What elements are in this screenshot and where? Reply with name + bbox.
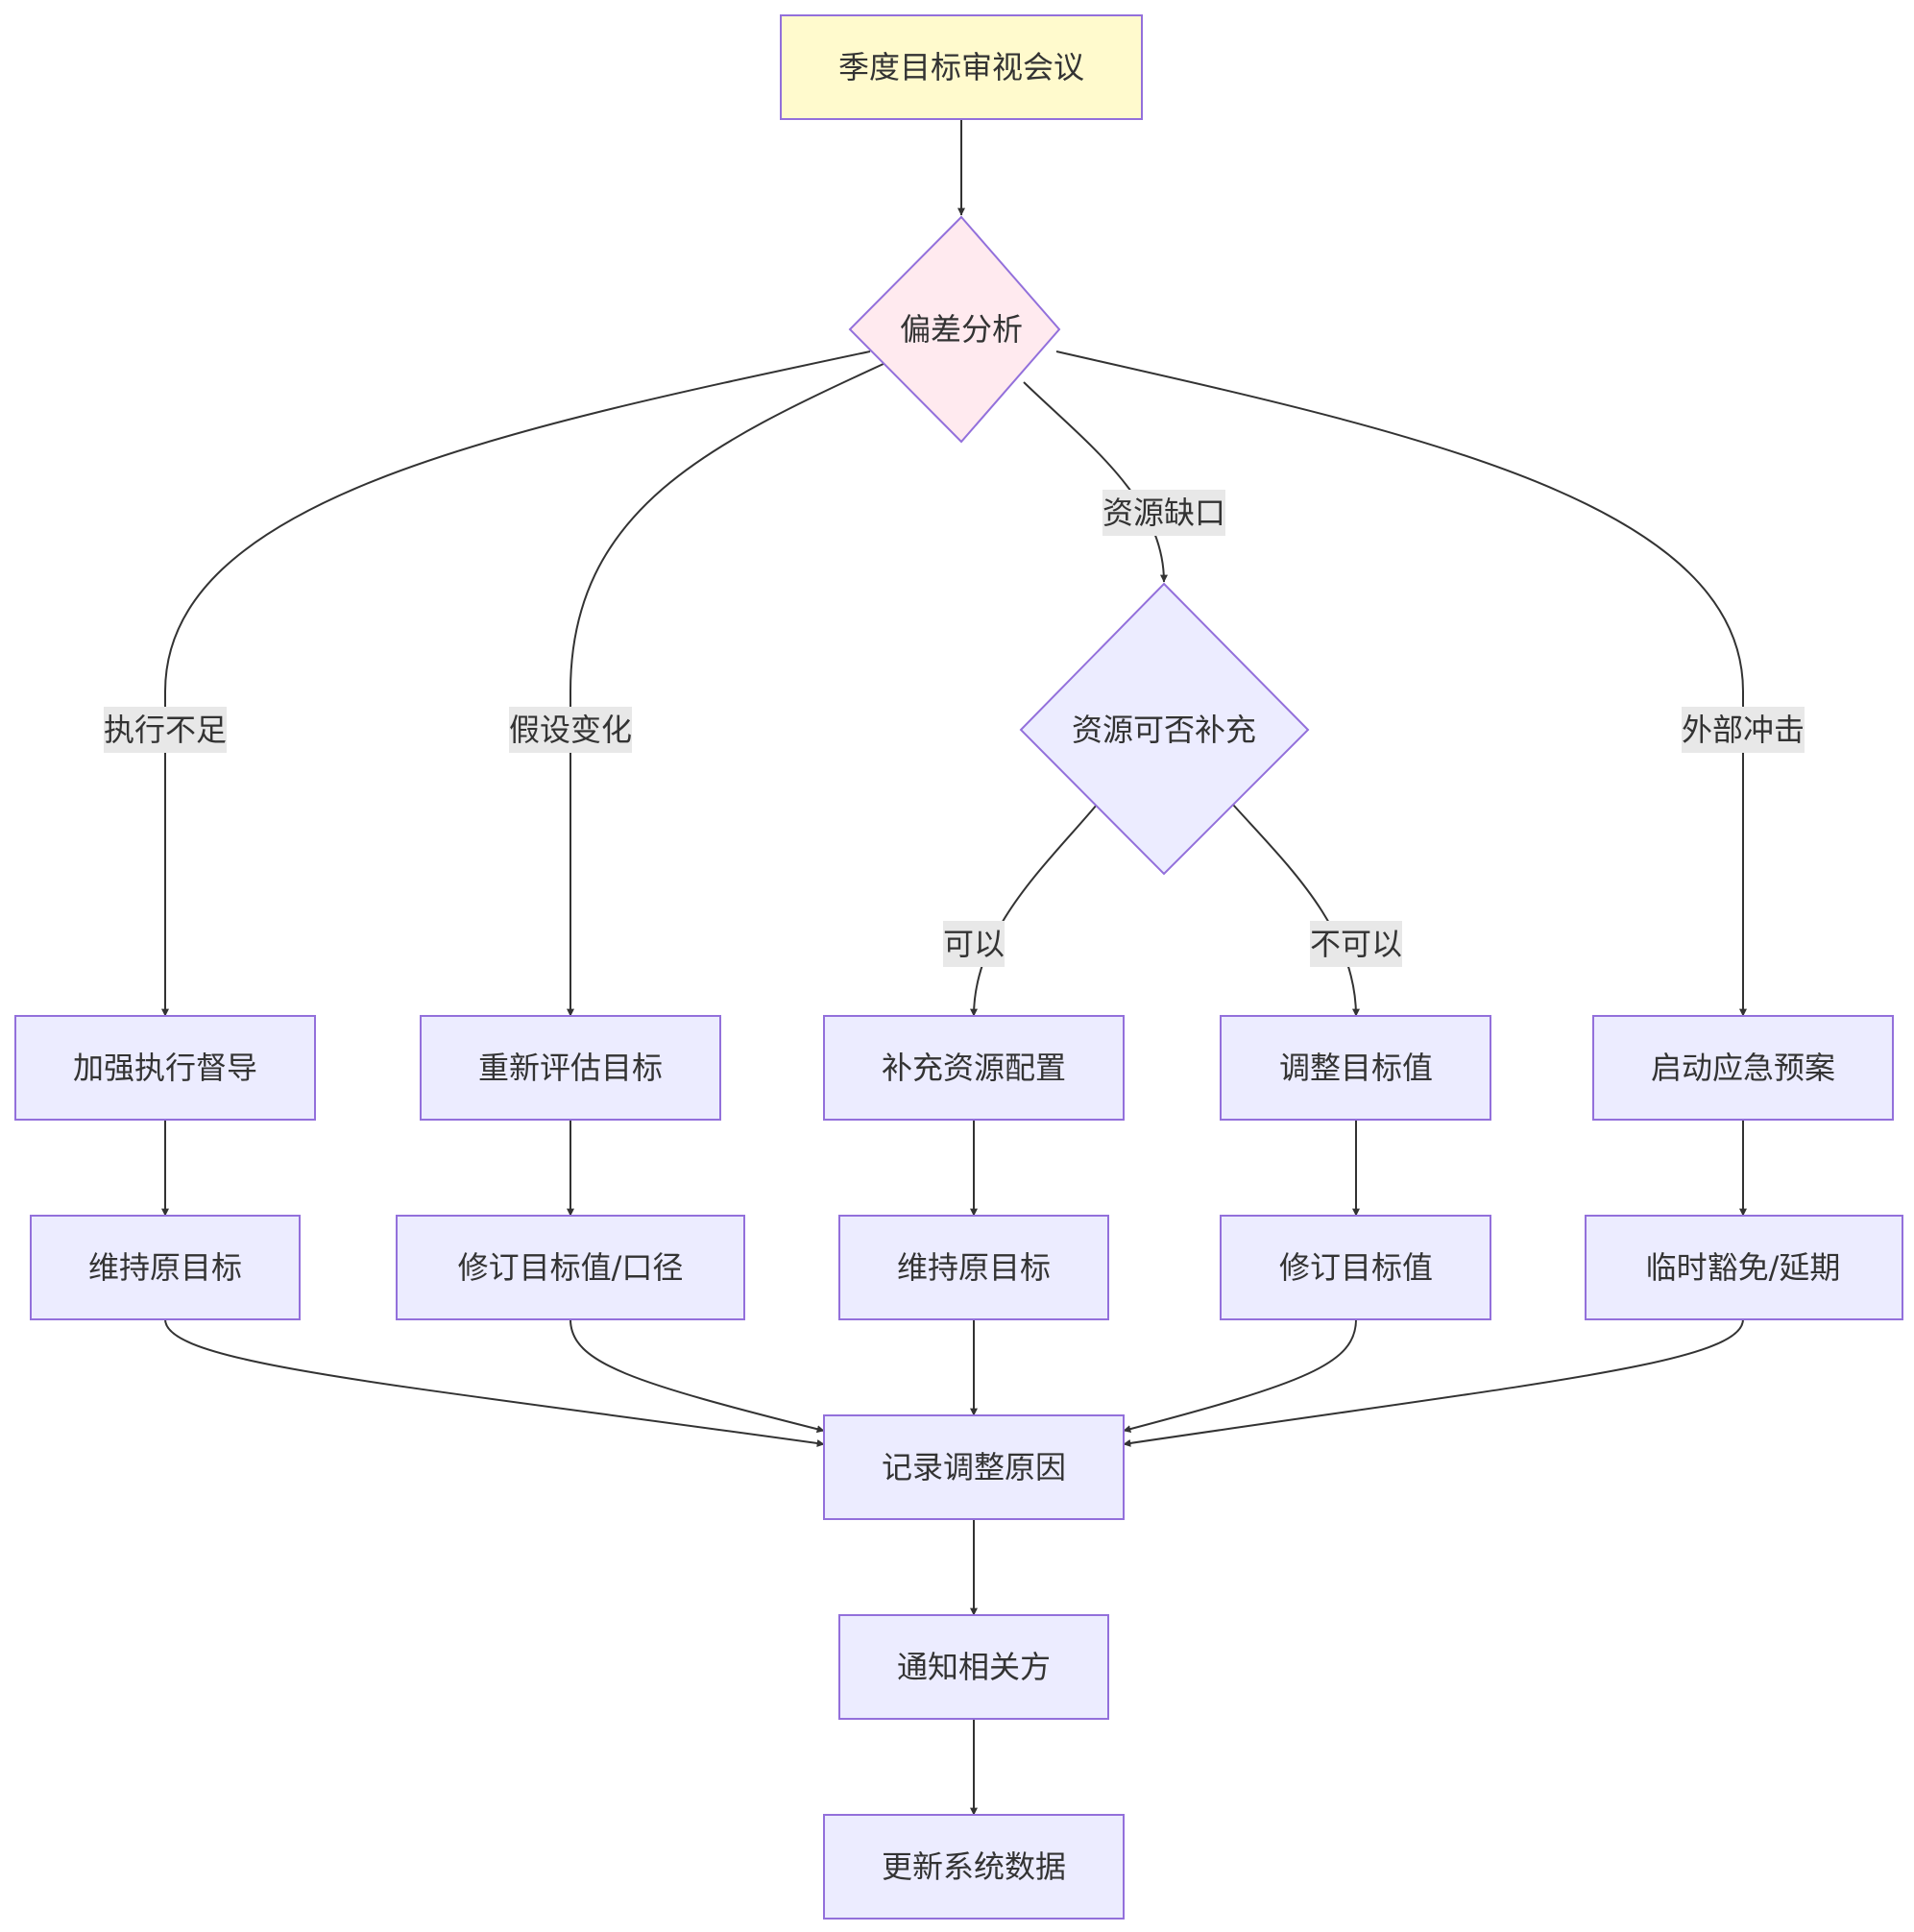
edge-resource-to-adjust [1232,804,1360,1017]
svg-text:不可以: 不可以 [1310,926,1402,962]
edge-revise-scope-to-record [569,1318,825,1434]
edge-keep-a-to-record [164,1318,825,1447]
svg-text:修订目标值: 修订目标值 [1279,1249,1433,1286]
svg-text:调整目标值: 调整目标值 [1279,1050,1433,1086]
edge-revise-to-record [1123,1318,1357,1434]
svg-text:维持原目标: 维持原目标 [88,1249,242,1286]
node-emergency-plan[interactable]: 启动应急预案 [1592,1015,1894,1121]
edge-waiver-to-record [1123,1318,1744,1447]
node-reassess-goal[interactable]: 重新评估目标 [420,1015,721,1121]
node-adjust-target[interactable]: 调整目标值 [1220,1015,1491,1121]
svg-text:修订目标值/口径: 修订目标值/口径 [458,1249,684,1286]
edges [161,119,1747,1816]
edge-analysis-to-emergency [1055,350,1747,1017]
svg-text:加强执行督导: 加强执行督导 [73,1050,257,1086]
svg-text:外部冲击: 外部冲击 [1682,712,1805,748]
svg-text:启动应急预案: 启动应急预案 [1651,1050,1835,1086]
node-resource-check[interactable]: 资源可否补充 [1019,582,1310,876]
nodes: 季度目标审视会议 偏差分析 资源可否补充 加强执行督导 重新评估目标 补充资源配… [14,14,1903,1920]
edge-label-external-shock: 外部冲击 [1682,707,1805,753]
edge-labels: 执行不足 假设变化 资源缺口 外部冲击 可以 不可以 [104,490,1805,967]
node-review-meeting[interactable]: 季度目标审视会议 [780,14,1143,120]
svg-text:通知相关方: 通知相关方 [897,1649,1051,1685]
node-temp-waiver[interactable]: 临时豁免/延期 [1585,1215,1903,1320]
svg-text:记录调整原因: 记录调整原因 [882,1449,1066,1485]
node-revise-scope[interactable]: 修订目标值/口径 [396,1215,745,1320]
svg-text:重新评估目标: 重新评估目标 [478,1050,663,1086]
svg-text:更新系统数据: 更新系统数据 [882,1848,1066,1885]
svg-text:季度目标审视会议: 季度目标审视会议 [838,49,1084,85]
node-keep-goal-b[interactable]: 维持原目标 [838,1215,1109,1320]
edge-label-resource-gap: 资源缺口 [1102,490,1225,536]
node-keep-goal-a[interactable]: 维持原目标 [30,1215,301,1320]
svg-text:假设变化: 假设变化 [509,712,632,748]
svg-text:资源可否补充: 资源可否补充 [1072,712,1256,748]
edge-analysis-to-resource-check [1023,381,1168,583]
svg-text:补充资源配置: 补充资源配置 [882,1050,1066,1086]
edge-analysis-to-reassess [567,362,886,1017]
node-add-resources[interactable]: 补充资源配置 [823,1015,1125,1121]
node-revise-target[interactable]: 修订目标值 [1220,1215,1491,1320]
edge-analysis-to-strengthen [161,350,871,1017]
svg-text:可以: 可以 [943,926,1005,962]
svg-text:资源缺口: 资源缺口 [1102,495,1225,531]
edge-label-yes: 可以 [943,921,1005,967]
node-deviation-analysis[interactable]: 偏差分析 [848,215,1061,444]
svg-text:偏差分析: 偏差分析 [900,311,1023,348]
node-strengthen-execution[interactable]: 加强执行督导 [14,1015,316,1121]
node-update-system[interactable]: 更新系统数据 [823,1814,1125,1920]
edge-label-insufficient-execution: 执行不足 [104,707,227,753]
edge-resource-to-add [970,804,1098,1017]
svg-text:执行不足: 执行不足 [104,712,227,748]
node-notify-parties[interactable]: 通知相关方 [838,1614,1109,1720]
svg-text:维持原目标: 维持原目标 [897,1249,1051,1286]
edge-label-no: 不可以 [1310,921,1402,967]
edge-label-assumption-change: 假设变化 [509,707,632,753]
svg-text:临时豁免/延期: 临时豁免/延期 [1646,1249,1841,1286]
node-record-reason[interactable]: 记录调整原因 [823,1414,1125,1520]
